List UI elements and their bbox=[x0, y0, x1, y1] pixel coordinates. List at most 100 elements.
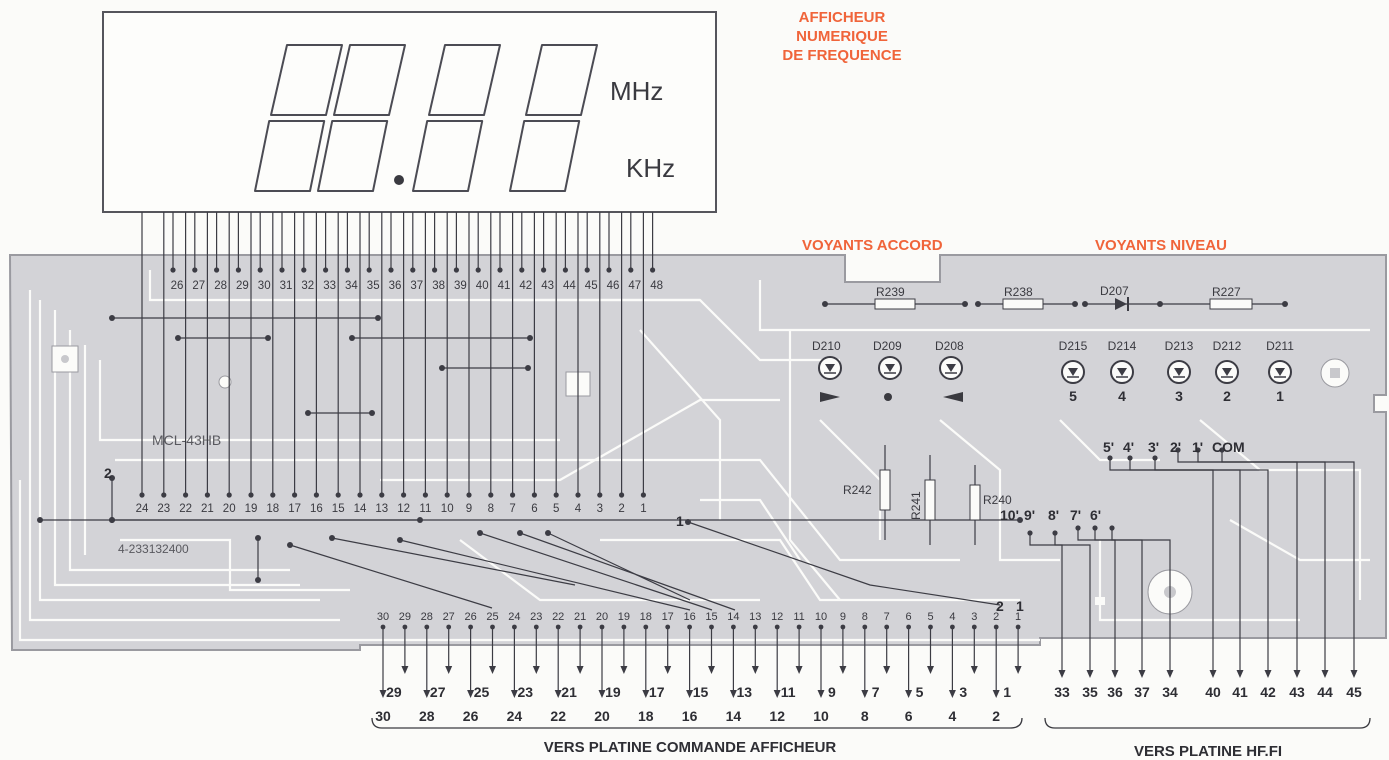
level-pins: 5' 4' 3' 2' 1' COM bbox=[1103, 439, 1245, 455]
pad bbox=[1027, 530, 1033, 536]
led-diode-icon bbox=[1275, 368, 1285, 376]
pad bbox=[109, 517, 115, 523]
pad bbox=[599, 624, 605, 630]
level-pin-4: 4' bbox=[1123, 439, 1134, 455]
mid-pin-one: 1 bbox=[676, 513, 684, 529]
pad bbox=[1075, 525, 1081, 531]
hf-output-pin: 41 bbox=[1232, 684, 1248, 700]
arrow-down-icon bbox=[1264, 670, 1272, 678]
pad bbox=[397, 537, 403, 543]
pad bbox=[475, 267, 481, 273]
display-pin-bottom: 20 bbox=[223, 503, 236, 515]
output-pin-even: 10 bbox=[813, 708, 829, 724]
hf-lead bbox=[1029, 533, 1063, 670]
resistor-r242 bbox=[879, 469, 891, 511]
display-pin-top: 37 bbox=[410, 280, 423, 292]
arrow-down-icon bbox=[445, 666, 453, 674]
led-diode-icon bbox=[946, 364, 956, 372]
output-pin-even: 12 bbox=[769, 708, 785, 724]
pad bbox=[349, 335, 355, 341]
connector-pin: 5 bbox=[927, 611, 933, 623]
arrow-down-icon bbox=[1321, 670, 1329, 678]
resistor-row: R239 R238 D207 R227 bbox=[822, 284, 1288, 311]
arrow-down-icon bbox=[1293, 670, 1301, 678]
board-name: MCL-43HB bbox=[152, 432, 221, 448]
pad bbox=[344, 267, 350, 273]
connector-pin: 9 bbox=[840, 611, 846, 623]
pad bbox=[555, 624, 561, 630]
output-pin-even: 26 bbox=[463, 708, 479, 724]
display-pin-top: 42 bbox=[519, 280, 532, 292]
pad bbox=[301, 267, 307, 273]
pad bbox=[752, 624, 758, 630]
pad bbox=[488, 492, 494, 498]
arrow-down-icon bbox=[532, 666, 540, 674]
pad bbox=[446, 624, 452, 630]
arrow-down-icon bbox=[598, 690, 606, 698]
connector-pin: 1 bbox=[1015, 611, 1021, 623]
pad bbox=[577, 624, 583, 630]
resistor-r241 bbox=[924, 479, 936, 521]
decimal-point bbox=[394, 175, 404, 185]
frequency-display: MHz KHz bbox=[102, 11, 717, 213]
segment-outline bbox=[317, 120, 389, 192]
copper-trace bbox=[600, 538, 1020, 602]
hf-lead bbox=[1154, 458, 1269, 670]
level-pin-3: 3' bbox=[1148, 439, 1159, 455]
mounting-hole-right-center bbox=[1330, 368, 1340, 378]
pad bbox=[687, 624, 692, 630]
pad bbox=[226, 492, 232, 498]
hf-label: VERS PLATINE HF.FI bbox=[1134, 743, 1282, 760]
arrow-down-icon bbox=[686, 690, 694, 698]
arrow-down-icon bbox=[751, 666, 759, 674]
arrow-down-icon bbox=[1138, 670, 1146, 678]
pad bbox=[401, 492, 407, 498]
connector-pin: 12 bbox=[771, 611, 783, 623]
hf-output-pin: 37 bbox=[1134, 684, 1150, 700]
hf-output-pin: 33 bbox=[1054, 684, 1070, 700]
pad bbox=[279, 267, 285, 273]
level-pin-1: 1' bbox=[1192, 439, 1203, 455]
display-pin-bottom: 6 bbox=[531, 503, 537, 515]
pad bbox=[183, 492, 189, 498]
hf-output-pin: 42 bbox=[1260, 684, 1276, 700]
output-pin-odd: 19 bbox=[605, 684, 621, 700]
arrow-down-icon bbox=[1086, 670, 1094, 678]
arrow-down-icon bbox=[927, 666, 934, 674]
pad bbox=[139, 492, 145, 498]
connector-pin: 16 bbox=[683, 611, 695, 623]
display-pin-bottom: 15 bbox=[332, 503, 345, 515]
connector-pin: 22 bbox=[552, 611, 564, 623]
hf-output-pin: 44 bbox=[1317, 684, 1333, 700]
connector-pin: 17 bbox=[662, 611, 674, 623]
output-pin-even: 22 bbox=[550, 708, 566, 724]
resistor-r239 bbox=[874, 298, 916, 310]
hf-lead bbox=[1111, 528, 1171, 670]
display-pin-top: 40 bbox=[476, 280, 489, 292]
pad bbox=[379, 492, 385, 498]
arrow-down-icon bbox=[795, 666, 803, 674]
arrow-down-icon bbox=[379, 690, 387, 698]
output-pin-odd: 5 bbox=[916, 684, 924, 700]
segment-outline bbox=[270, 44, 343, 116]
display-pin-bottom: 5 bbox=[553, 503, 559, 515]
arrow-down-icon bbox=[839, 666, 847, 674]
pad bbox=[192, 267, 198, 273]
arrow-down-icon bbox=[1166, 670, 1174, 678]
pad bbox=[575, 492, 581, 498]
pad bbox=[490, 624, 495, 630]
connector-pin: 10 bbox=[815, 611, 827, 623]
arrow-down-icon bbox=[817, 690, 825, 698]
copper-trace bbox=[18, 480, 1040, 642]
display-title-line-3: DE FREQUENCE bbox=[782, 47, 901, 64]
resistor-r239-label: R239 bbox=[876, 285, 905, 299]
pad bbox=[884, 624, 890, 630]
pad bbox=[375, 315, 381, 321]
display-pin-bottom: 7 bbox=[509, 503, 515, 515]
led-label: D212 bbox=[1213, 339, 1242, 353]
led-diode-icon bbox=[825, 364, 835, 372]
hf-output-pin: 35 bbox=[1082, 684, 1098, 700]
pad bbox=[497, 267, 503, 273]
pad bbox=[665, 624, 671, 630]
output-pin-even: 24 bbox=[507, 708, 523, 724]
